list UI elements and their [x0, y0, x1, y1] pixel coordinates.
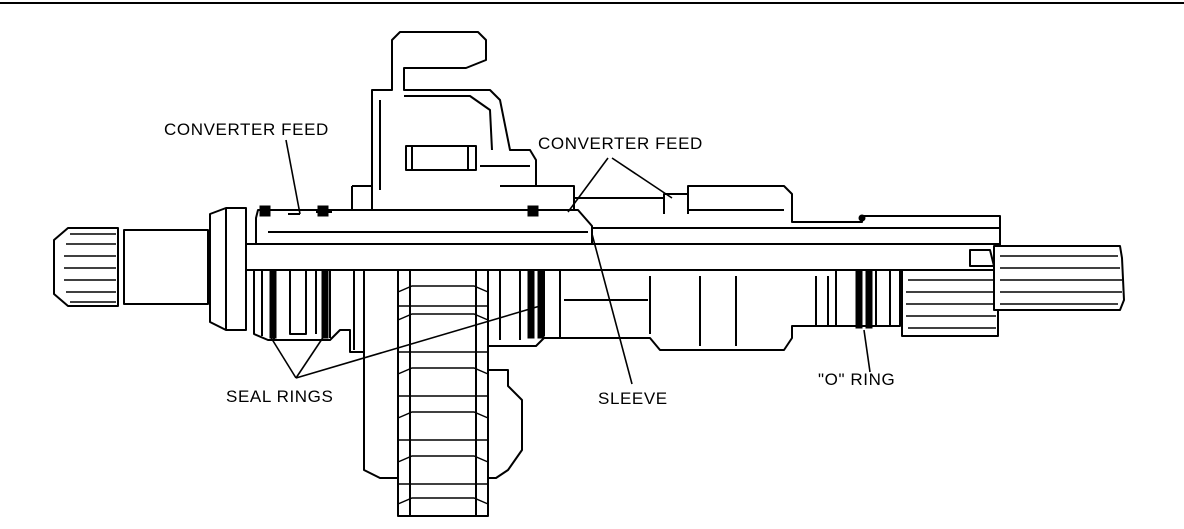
sleeve-part — [255, 205, 593, 245]
left-spline — [53, 207, 247, 331]
upper-housing — [351, 31, 575, 211]
lower-gear — [363, 269, 523, 517]
main-shaft — [123, 240, 1001, 271]
right-spline — [901, 245, 1125, 337]
rear-support — [573, 185, 1001, 247]
lower-shaft-body — [253, 269, 901, 353]
label-converter-feed-right: CONVERTER FEED — [538, 134, 703, 153]
label-o-ring: "O" RING — [818, 370, 895, 389]
label-sleeve: SLEEVE — [598, 389, 668, 408]
label-seal-rings: SEAL RINGS — [226, 387, 333, 406]
leader-lines — [269, 139, 871, 385]
label-converter-feed-left: CONVERTER FEED — [164, 120, 329, 139]
